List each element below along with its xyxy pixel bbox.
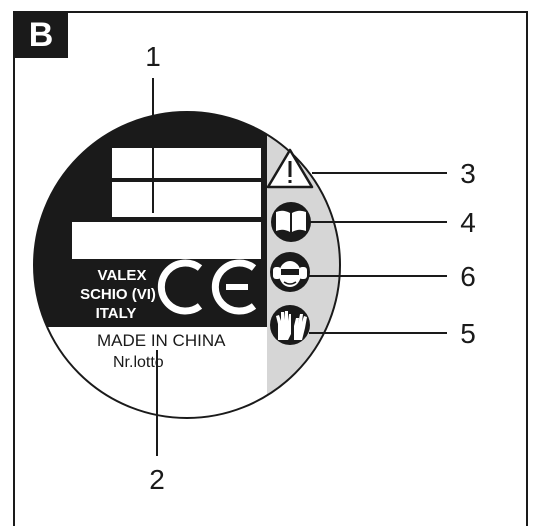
callout-4: 4 bbox=[460, 207, 476, 238]
brand-line-3: ITALY bbox=[96, 305, 137, 322]
data-box-2 bbox=[112, 182, 261, 217]
brand-line-1: VALEX bbox=[98, 267, 147, 284]
brand-line-2: SCHIO (VI) bbox=[80, 286, 156, 303]
callout-3: 3 bbox=[460, 158, 476, 189]
panel-label: B bbox=[28, 16, 54, 54]
gloves-icon bbox=[270, 305, 310, 345]
warning-triangle-icon bbox=[266, 148, 314, 189]
callout-5: 5 bbox=[460, 318, 476, 349]
callout-2: 2 bbox=[149, 464, 165, 495]
lot-text: Nr.lotto bbox=[113, 354, 164, 371]
eye-ear-protection-icon bbox=[270, 252, 310, 292]
frame-border bbox=[13, 11, 528, 526]
sticker-outline bbox=[33, 111, 341, 419]
read-manual-icon bbox=[271, 202, 311, 242]
data-box-1 bbox=[112, 148, 261, 178]
callout-1: 1 bbox=[145, 41, 161, 72]
ce-mark bbox=[157, 259, 257, 315]
data-box-3 bbox=[72, 222, 261, 259]
panel-label-badge: B bbox=[14, 12, 68, 58]
origin-text: MADE IN CHINA bbox=[97, 331, 226, 350]
callout-6: 6 bbox=[460, 261, 476, 292]
